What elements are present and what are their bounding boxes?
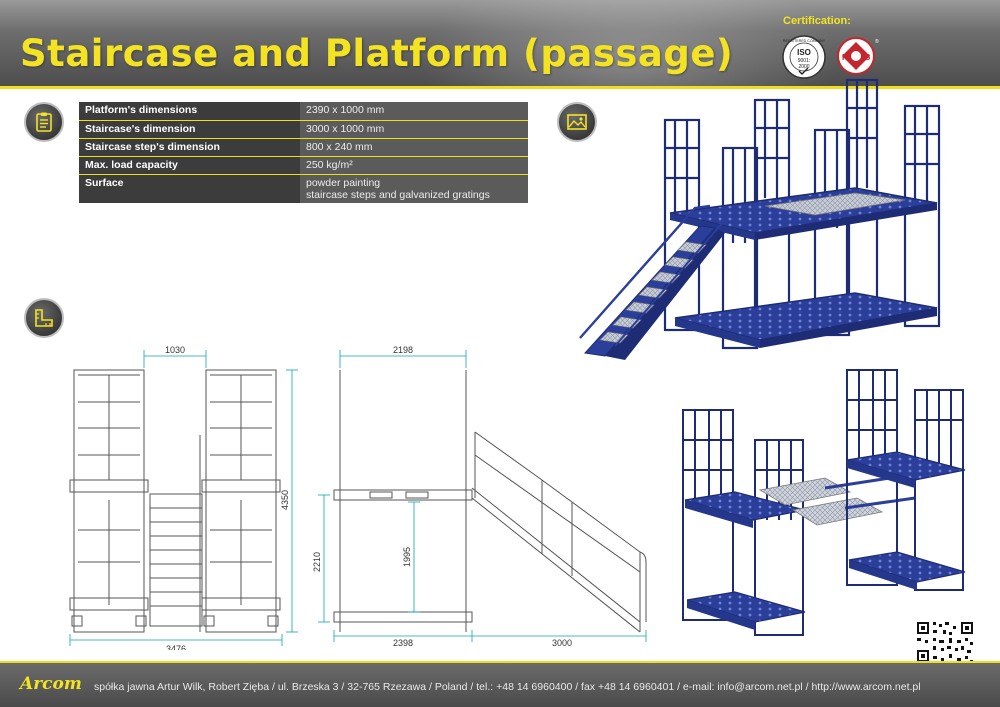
spec-label: Staircase step's dimension	[79, 138, 300, 157]
page-title: Staircase and Platform (passage)	[20, 32, 734, 75]
ios-certification-badge: I S ®	[837, 37, 879, 75]
footer-contact-text: spółka jawna Artur Wilk, Robert Zięba / …	[94, 681, 921, 693]
ios-badge-right: S	[865, 53, 871, 62]
side-view-drawing: 2198 2210 1995 2398 3000	[312, 345, 647, 648]
spec-value: 250 kg/m²	[300, 156, 528, 175]
clipboard-icon	[24, 102, 64, 142]
spec-label: Platform's dimensions	[79, 102, 300, 121]
dim-left-height-label: 2210	[312, 552, 322, 572]
svg-text:®: ®	[875, 38, 879, 45]
dim-top-label: 2198	[393, 345, 413, 355]
dim-bottom-stair-label: 3000	[552, 638, 572, 648]
header-accent-line	[0, 86, 1000, 89]
dim-width-label: 3476	[166, 644, 186, 650]
assembled-platform-render	[579, 78, 941, 360]
spec-row: Platform's dimensions 2390 x 1000 mm	[79, 102, 528, 121]
certification-label: Certification:	[783, 15, 851, 27]
iso-badge-line1: REGISTERED COMPANY	[783, 39, 826, 43]
spec-row: Staircase's dimension 3000 x 1000 mm	[79, 120, 528, 139]
spec-value: 2390 x 1000 mm	[300, 102, 528, 121]
header-band	[0, 0, 1000, 88]
qr-code-image	[915, 620, 975, 664]
iso-badge-line2: ISO	[797, 48, 811, 57]
dim-height-label: 4350	[280, 490, 290, 510]
image-icon	[557, 102, 597, 142]
spec-label: Max. load capacity	[79, 156, 300, 175]
footer-accent-line	[0, 661, 1000, 663]
iso-certification-badge: REGISTERED COMPANY ISO 9001: 2000	[782, 35, 826, 79]
dim-gap-label: 1030	[165, 345, 185, 355]
brand-logo: Arcom	[20, 674, 82, 694]
front-view-drawing: 1030 4350 3476	[69, 345, 298, 650]
specification-table: Platform's dimensions 2390 x 1000 mm Sta…	[79, 102, 528, 203]
spec-value: 3000 x 1000 mm	[300, 120, 528, 139]
iso-badge-line3: 9001:	[798, 58, 811, 64]
dim-inner-height-label: 1995	[402, 547, 412, 567]
iso-badge-line4: 2000	[798, 64, 809, 70]
spec-label: Staircase's dimension	[79, 120, 300, 139]
dim-bottom-platform-label: 2398	[393, 638, 413, 648]
spec-value: 800 x 240 mm	[300, 138, 528, 157]
spec-row: Surface powder painting staircase steps …	[79, 174, 528, 203]
footer-band	[0, 663, 1000, 707]
header-sheen	[420, 0, 840, 88]
ruler-icon	[24, 298, 64, 338]
spec-row: Max. load capacity 250 kg/m²	[79, 156, 528, 175]
exploded-modules-render	[682, 369, 966, 636]
spec-value: powder painting staircase steps and galv…	[300, 174, 528, 203]
spec-label: Surface	[79, 174, 300, 203]
spec-row: Staircase step's dimension 800 x 240 mm	[79, 138, 528, 157]
ios-badge-left: I	[842, 53, 844, 62]
